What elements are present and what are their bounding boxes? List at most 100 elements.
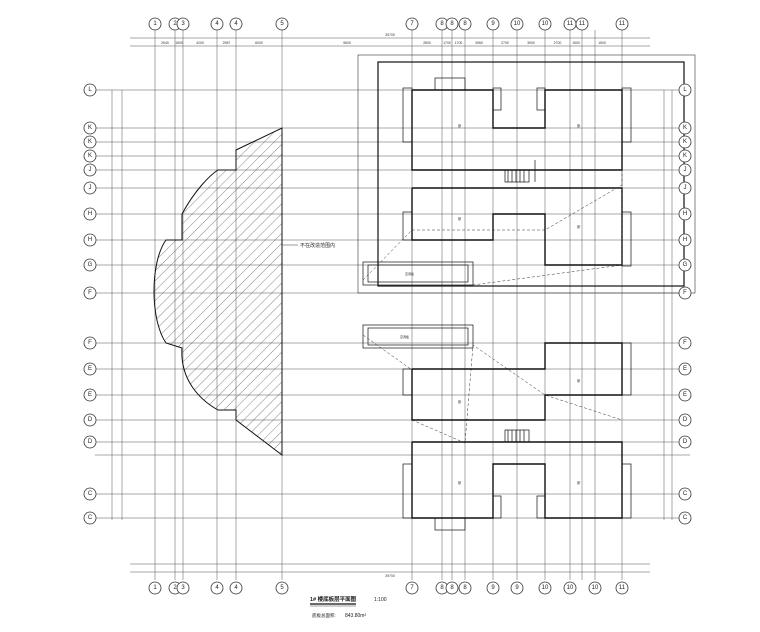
- axis-bottom-7-label: 8: [440, 585, 444, 591]
- axis-left-10-bubble: [83, 336, 97, 350]
- axis-left-2-label: K: [88, 139, 92, 145]
- axis-bottom-4-bubble: [229, 581, 243, 595]
- top-dimension-13: 1500: [572, 41, 580, 45]
- axis-top-12-label: 10: [542, 21, 549, 27]
- axis-right-15-bubble: [678, 487, 692, 501]
- axis-left-9-label: F: [88, 290, 92, 296]
- drawing-scale: 1:100: [374, 597, 387, 603]
- svg-text:卧: 卧: [577, 224, 581, 229]
- axis-right-16-bubble: [678, 511, 692, 525]
- overall-dimension-top: 39700: [385, 33, 395, 37]
- axis-top-6-bubble: [405, 17, 419, 31]
- axis-left-4-label: J: [89, 167, 92, 173]
- title-block: 1# 楼底板层平面图 1:100 底板总面积: 843.80m²: [310, 595, 387, 619]
- axis-left-1-label: K: [88, 125, 92, 131]
- axis-bottom-5-bubble: [275, 581, 289, 595]
- axis-top-6-label: 7: [410, 21, 414, 27]
- axis-bottom-3-bubble: [210, 581, 224, 595]
- axis-bottom-4-label: 4: [234, 585, 238, 591]
- axis-right-4-bubble: [678, 163, 692, 177]
- axis-left-12-bubble: [83, 388, 97, 402]
- svg-text:卧: 卧: [577, 378, 581, 383]
- upper-slab: [362, 261, 474, 286]
- axis-top-1-label: 2: [173, 21, 177, 27]
- axis-right-6-label: H: [683, 211, 687, 217]
- area-label: 底板总面积:: [312, 612, 336, 619]
- axis-right-10-bubble: [678, 336, 692, 350]
- axis-bottom-13-bubble: [563, 581, 577, 595]
- lower-slab: [362, 324, 474, 349]
- dimension-lines: 39700 39700: [111, 33, 673, 578]
- axis-right-12-bubble: [678, 388, 692, 402]
- axis-top-15-bubble: [615, 17, 629, 31]
- lower-unit-1: 卧 卧: [402, 342, 632, 421]
- axis-right-9-label: F: [683, 290, 687, 296]
- axis-top-13-label: 11: [567, 21, 574, 27]
- axis-right-5-label: J: [684, 185, 687, 191]
- axis-bottom-12-label: 10: [542, 585, 549, 591]
- axis-bottom-6-label: 7: [410, 585, 414, 591]
- top-dimension-0: 2940: [161, 41, 169, 45]
- axis-left-6-bubble: [83, 207, 97, 221]
- axis-top-5-bubble: [275, 17, 289, 31]
- svg-text:卧: 卧: [458, 480, 462, 485]
- top-dimension-8: 1700: [455, 41, 463, 45]
- axis-bottom-14-label: 10: [592, 585, 599, 591]
- site-boundary-outer: [357, 54, 696, 294]
- axis-left-0-bubble: [83, 83, 97, 97]
- axis-top-5-label: 5: [280, 21, 284, 27]
- upper-dashed-outline: [362, 170, 623, 286]
- axis-left-6-label: H: [88, 211, 92, 217]
- top-dimension-14: 1500: [598, 41, 606, 45]
- axis-right-8-label: G: [683, 262, 688, 268]
- axis-left-7-label: H: [88, 237, 92, 243]
- axis-left-5-bubble: [83, 181, 97, 195]
- axis-top-8-bubble: [445, 17, 459, 31]
- area-value: 843.80m²: [345, 613, 366, 619]
- svg-text:卧: 卧: [458, 399, 462, 404]
- axis-top-10-label: 9: [491, 21, 495, 27]
- axis-bottom-9-bubble: [458, 581, 472, 595]
- axis-bottom-10-bubble: [486, 581, 500, 595]
- axis-left-5-label: J: [89, 185, 92, 191]
- svg-text:空调板: 空调板: [400, 334, 409, 339]
- svg-text:卧: 卧: [577, 480, 581, 485]
- axis-top-3-bubble: [210, 17, 224, 31]
- axis-left-9-bubble: [83, 286, 97, 300]
- svg-text:卧: 卧: [458, 216, 462, 221]
- axis-left-3-label: K: [88, 153, 92, 159]
- site-boundary-inner: [377, 61, 685, 287]
- axis-left-16-label: C: [88, 515, 93, 521]
- axis-bottom-0-bubble: [148, 581, 162, 595]
- axis-right-11-label: E: [683, 366, 687, 372]
- axis-top-11-bubble: [510, 17, 524, 31]
- axis-bottom-13-label: 10: [567, 585, 574, 591]
- axis-bottom-12-bubble: [538, 581, 552, 595]
- drawing-title: 1# 楼底板层平面图: [310, 595, 357, 603]
- axis-right-3-label: K: [683, 153, 687, 159]
- axis-left-14-label: D: [88, 439, 93, 445]
- axis-right-14-label: D: [683, 439, 688, 445]
- axis-right-15-label: C: [683, 491, 688, 497]
- axis-right-7-bubble: [678, 233, 692, 247]
- axis-right-13-label: D: [683, 417, 688, 423]
- axis-right-2-bubble: [678, 135, 692, 149]
- axis-right-13-bubble: [678, 413, 692, 427]
- overall-dimension-bottom: 39700: [385, 574, 395, 578]
- axis-left-11-label: E: [88, 366, 92, 372]
- axis-left-4-bubble: [83, 163, 97, 177]
- axis-right-5-bubble: [678, 181, 692, 195]
- lower-dashed-outline: [362, 334, 623, 444]
- upper-unit-1: 卧 卧: [402, 77, 632, 171]
- axis-left-0-label: L: [88, 87, 92, 93]
- top-dimension-11: 3900: [527, 41, 535, 45]
- axis-top-9-label: 8: [463, 21, 467, 27]
- svg-text:卧: 卧: [458, 123, 462, 128]
- axis-bottom-15-label: 11: [619, 585, 626, 591]
- axis-top-0-label: 1: [153, 21, 157, 27]
- top-dimension-9: 3960: [475, 41, 483, 45]
- axis-left-7-bubble: [83, 233, 97, 247]
- axis-top-3-label: 4: [215, 21, 219, 27]
- axis-bottom-3-label: 4: [215, 585, 219, 591]
